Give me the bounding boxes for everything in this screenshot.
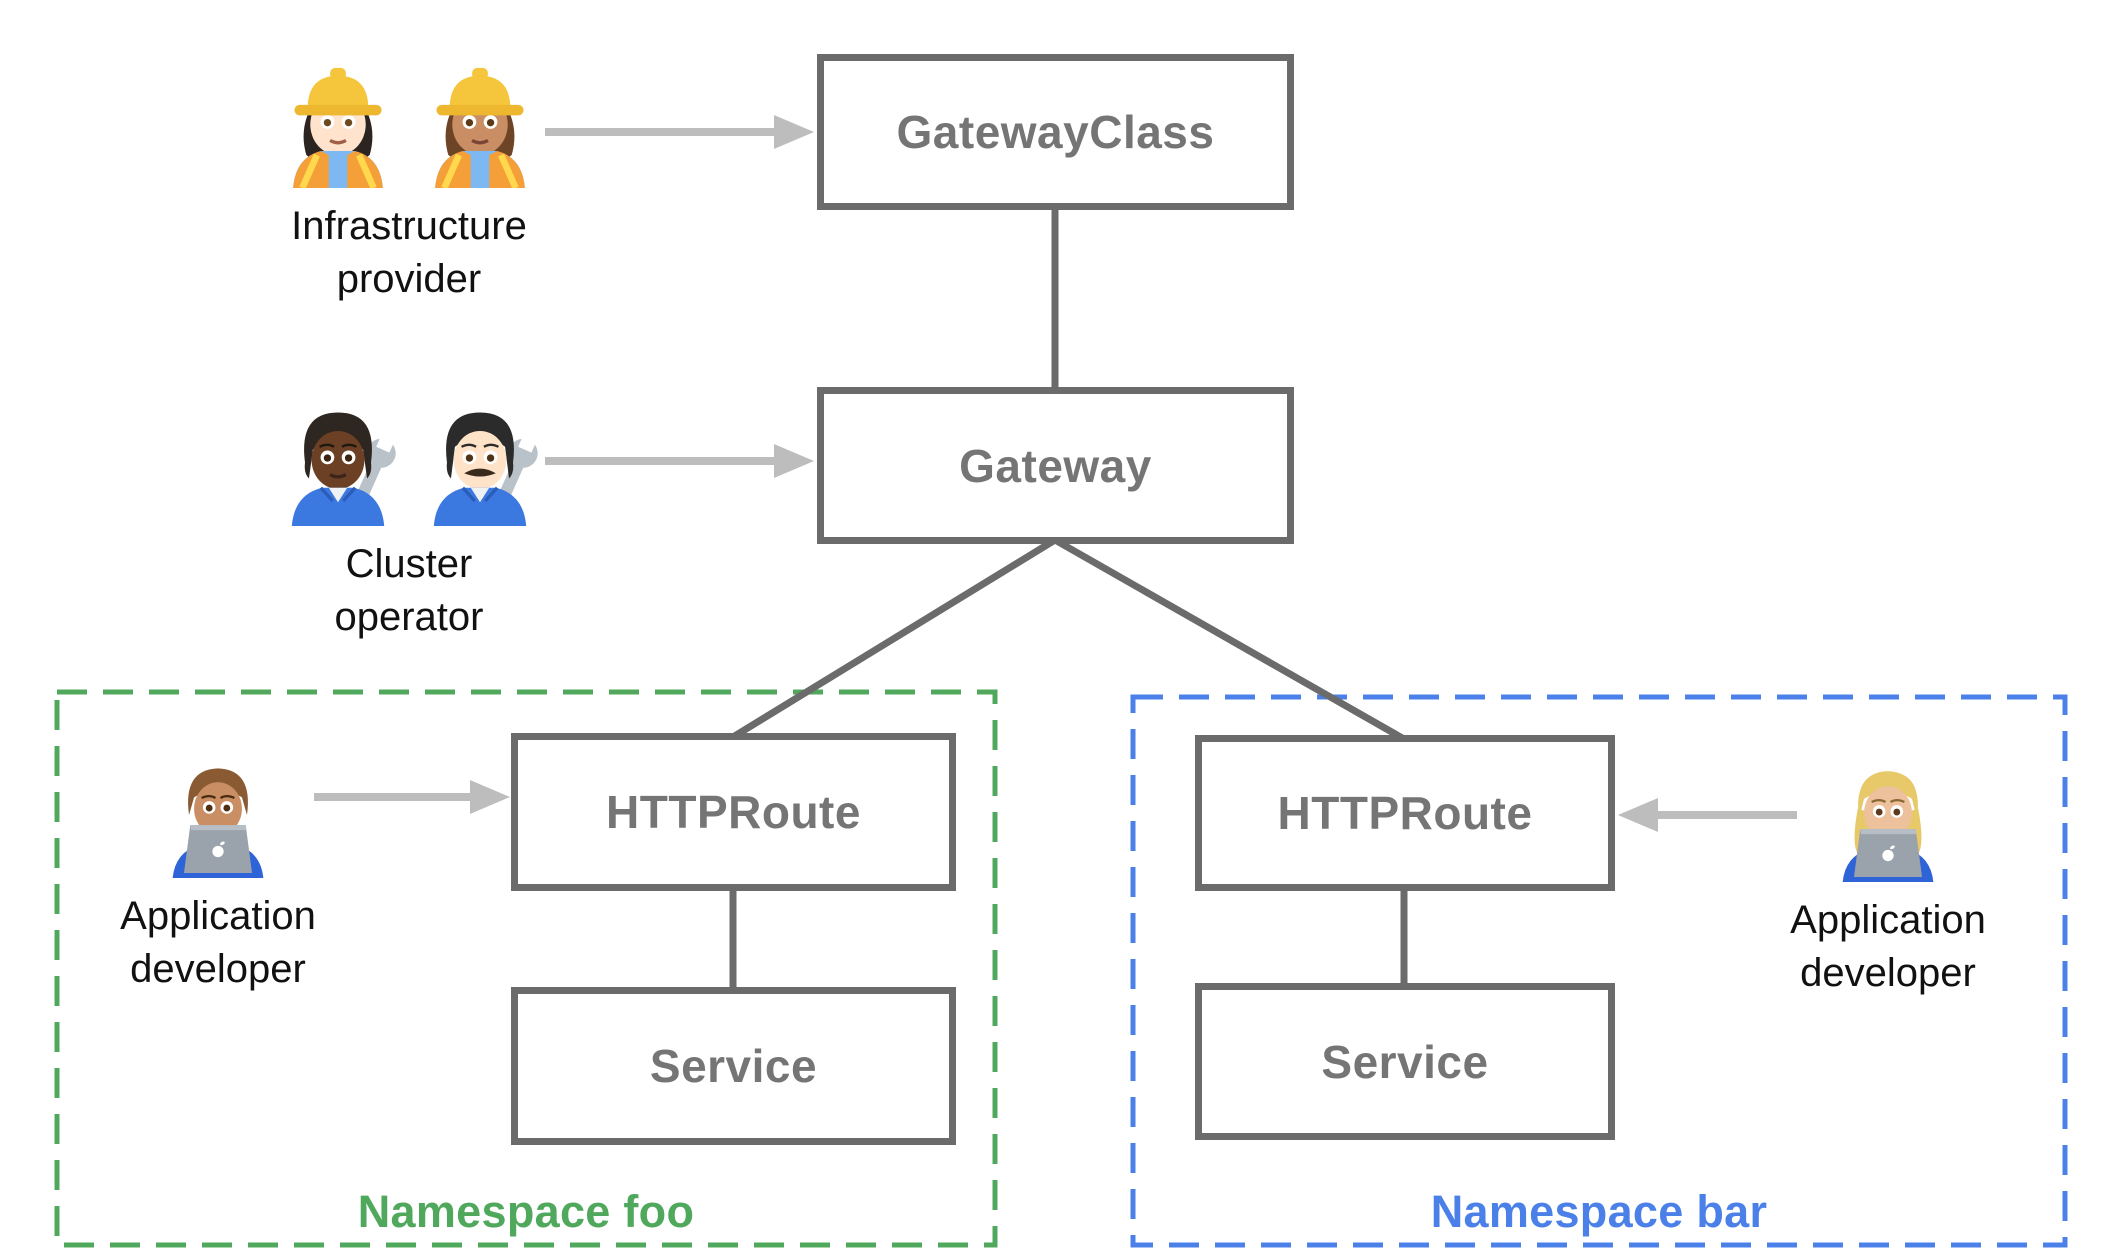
edge-gateway-httproute-bar	[1053, 536, 1406, 743]
edge-gateway-httproute-foo	[731, 537, 1057, 740]
httproute-foo-label: HTTPRoute	[606, 786, 861, 838]
gateway-node: Gateway	[817, 387, 1294, 544]
gatewayclass-label: GatewayClass	[896, 106, 1215, 158]
infrastructure-provider-label-line1: Infrastructure	[291, 204, 527, 248]
mechanic-dark-icon	[291, 412, 397, 526]
arrow-developer-to-httproute-bar	[1618, 798, 1797, 832]
application-developer-bar-icons	[1825, 756, 1951, 882]
infrastructure-provider-persona: Infrastructure provider	[209, 56, 609, 306]
application-developer-bar-label: Application developer	[1790, 894, 1986, 1000]
httproute-bar-label: HTTPRoute	[1277, 787, 1533, 839]
application-developer-foo-icons	[155, 752, 281, 878]
namespace-bar-boundary	[1130, 694, 2068, 1248]
infrastructure-provider-icons	[272, 56, 546, 188]
application-developer-foo-label-line2: developer	[130, 947, 306, 991]
cluster-operator-label: Cluster operator	[335, 538, 484, 644]
service-foo-label: Service	[649, 1040, 818, 1092]
application-developer-foo-label: Application developer	[120, 890, 316, 996]
arrow-cluster-to-gateway	[545, 444, 814, 478]
namespace-foo-boundary	[54, 689, 998, 1248]
service-bar-label: Service	[1321, 1035, 1489, 1088]
gatewayclass-node: GatewayClass	[817, 54, 1294, 210]
gateway-label: Gateway	[959, 439, 1152, 492]
cluster-operator-label-line2: operator	[334, 595, 484, 639]
namespace-foo-label: Namespace foo	[357, 1186, 695, 1237]
httproute-bar-node: HTTPRoute	[1195, 735, 1615, 891]
application-developer-foo-persona: Application developer	[18, 752, 418, 996]
namespace-bar-label: Namespace bar	[1430, 1186, 1768, 1237]
woman-technologist-icon	[1842, 771, 1934, 882]
application-developer-bar-persona: Application developer	[1688, 756, 2088, 1000]
cluster-operator-persona: Cluster operator	[209, 394, 609, 644]
application-developer-bar-label-line1: Application	[1790, 898, 1986, 942]
infrastructure-provider-label: Infrastructure provider	[291, 200, 527, 306]
service-foo-node: Service	[511, 987, 956, 1145]
application-developer-bar-label-line2: developer	[1800, 951, 1976, 995]
arrow-infrastructure-to-gatewayclass	[545, 115, 814, 149]
man-mechanic-light-icon	[433, 412, 539, 526]
service-bar-node: Service	[1195, 983, 1615, 1140]
application-developer-foo-label-line1: Application	[120, 894, 316, 938]
man-technologist-icon	[172, 768, 264, 878]
infrastructure-provider-label-line2: provider	[336, 257, 482, 301]
relation-lines	[729, 206, 1408, 991]
arrow-developer-to-httproute-foo	[314, 780, 510, 814]
persona-arrows	[314, 115, 1797, 832]
httproute-foo-node: HTTPRoute	[511, 733, 956, 891]
woman-construction-worker-medium-icon	[435, 67, 525, 188]
woman-construction-worker-light-icon	[293, 67, 383, 188]
cluster-operator-label-line1: Cluster	[345, 542, 473, 586]
cluster-operator-icons	[272, 394, 546, 526]
